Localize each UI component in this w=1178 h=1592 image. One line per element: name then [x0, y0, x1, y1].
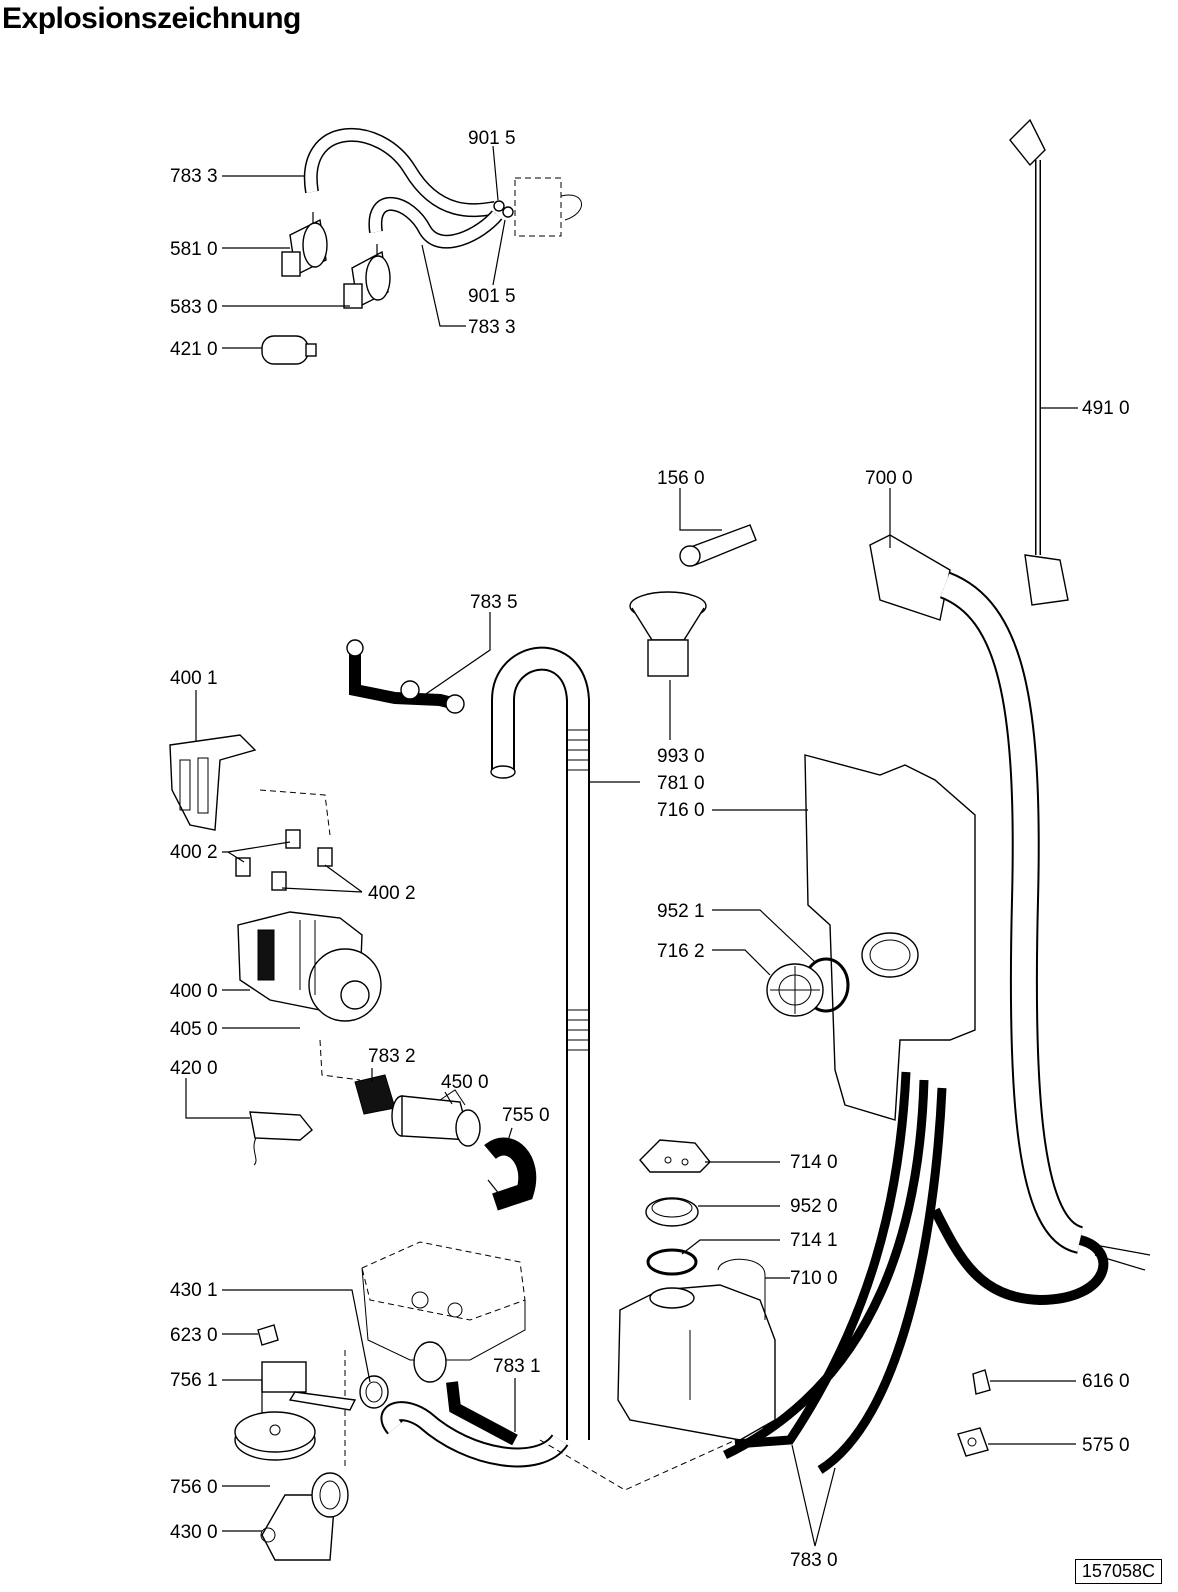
label-952-1: 952 1 — [657, 901, 705, 922]
label-420-0: 420 0 — [170, 1058, 218, 1079]
label-156-0: 156 0 — [657, 468, 705, 489]
motor-cover-400-1 — [169, 734, 257, 831]
hose-783-1 — [446, 1381, 518, 1446]
circulation-pump-400-0 — [237, 911, 382, 1022]
seal-714-1 — [646, 1248, 698, 1276]
base-dashed-lines — [344, 1350, 781, 1491]
label-616-0: 616 0 — [1082, 1371, 1130, 1392]
label-405-0: 405 0 — [170, 1019, 218, 1040]
filter-716-2 — [766, 963, 824, 1017]
label-700-0: 700 0 — [865, 468, 913, 489]
salt-container-710-0 — [617, 1258, 776, 1441]
label-952-0: 952 0 — [790, 1196, 838, 1217]
label-716-0: 716 0 — [657, 800, 705, 821]
label-400-0: 400 0 — [170, 981, 218, 1002]
label-901-5: 901 5 — [468, 128, 516, 149]
label-781-0: 781 0 — [657, 773, 705, 794]
flow-heater-700-0 — [869, 534, 1151, 1306]
part-623-0 — [257, 1324, 279, 1346]
label-583-0: 583 0 — [170, 297, 218, 318]
label-491-0: 491 0 — [1082, 398, 1130, 419]
label-430-1: 430 1 — [170, 1280, 218, 1301]
base-frame — [361, 1241, 526, 1361]
part-616-0 — [972, 1369, 991, 1395]
part-756-1 — [261, 1361, 357, 1430]
heater-450-0 — [391, 1089, 481, 1147]
label-755-0: 755 0 — [502, 1105, 550, 1126]
funnel-993-0 — [629, 591, 707, 677]
capacitor-421-0 — [261, 335, 317, 365]
housing-430-1 — [359, 1341, 447, 1409]
leader-lines — [185, 145, 1078, 1547]
pressure-switch-581-0 — [281, 212, 328, 277]
label-623-0: 623 0 — [170, 1325, 218, 1346]
drain-pump-430-0 — [260, 1472, 349, 1561]
part-756-0 — [234, 1411, 316, 1461]
hoses-783-0 — [723, 1071, 947, 1474]
label-756-1: 756 1 — [170, 1370, 218, 1391]
label-901-5: 901 5 — [468, 286, 516, 307]
label-716-2: 716 2 — [657, 941, 705, 962]
elbow-755-0 — [484, 1137, 537, 1211]
pressure-switch-583-0 — [343, 244, 391, 309]
label-575-0: 575 0 — [1082, 1435, 1130, 1456]
label-783-1: 783 1 — [493, 1356, 541, 1377]
hose-bracket-783-5 — [346, 639, 465, 714]
label-450-0: 450 0 — [441, 1072, 489, 1093]
drain-hose-781-0 — [490, 646, 590, 1440]
label-400-2: 400 2 — [368, 883, 416, 904]
label-400-2: 400 2 — [170, 842, 218, 863]
label-581-0: 581 0 — [170, 239, 218, 260]
drain-bend — [380, 1401, 569, 1468]
motor-dashed-lines — [259, 789, 361, 1081]
label-993-0: 993 0 — [657, 746, 705, 767]
label-783-3: 783 3 — [170, 166, 218, 187]
drawing-reference-number: 157058C — [1074, 1559, 1162, 1584]
label-714-0: 714 0 — [790, 1152, 838, 1173]
label-710-0: 710 0 — [790, 1268, 838, 1289]
label-430-0: 430 0 — [170, 1522, 218, 1543]
ring-952-0 — [645, 1197, 699, 1227]
filter-housing-716-0 — [804, 754, 976, 1121]
tube-420-0 — [249, 1111, 313, 1166]
hose-clamps-901-5 — [493, 200, 514, 218]
label-421-0: 421 0 — [170, 339, 218, 360]
switch-bracket — [514, 177, 583, 237]
mains-cable-491-0 — [1009, 118, 1069, 606]
label-783-2: 783 2 — [368, 1046, 416, 1067]
page-title: Explosionszeichnung — [2, 2, 301, 35]
label-400-1: 400 1 — [170, 668, 218, 689]
part-575-0 — [957, 1427, 989, 1457]
label-783-3: 783 3 — [468, 317, 516, 338]
sleeve-783-2 — [354, 1074, 396, 1115]
cable-holder-156-0 — [679, 524, 757, 567]
hose-783-3-upper — [303, 127, 503, 249]
cap-714-0 — [639, 1139, 711, 1173]
label-756-0: 756 0 — [170, 1477, 218, 1498]
terminals-400-2 — [235, 829, 333, 891]
part-labels: 783 3 901 5 581 0 901 5 583 0 783 3 421 … — [170, 128, 1130, 1571]
label-783-5: 783 5 — [470, 592, 518, 613]
label-714-1: 714 1 — [790, 1230, 838, 1251]
label-783-0: 783 0 — [790, 1550, 838, 1571]
